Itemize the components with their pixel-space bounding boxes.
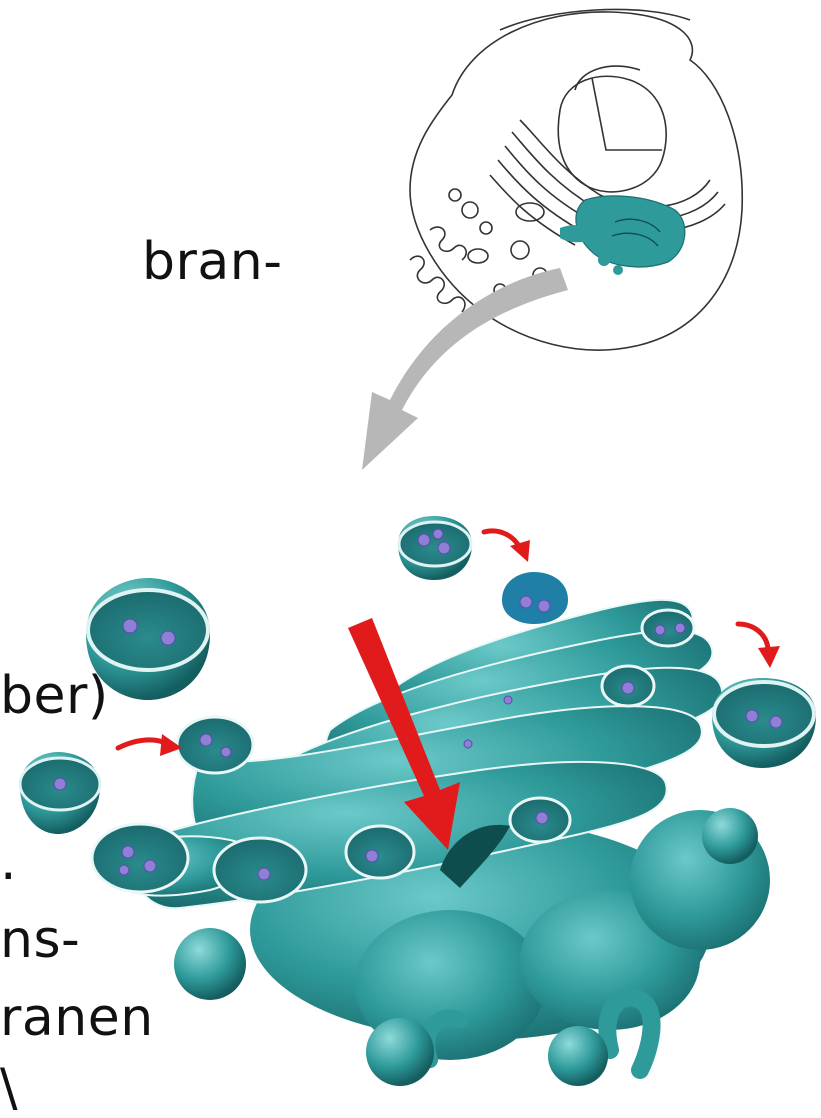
transport-vesicle-top xyxy=(398,516,472,580)
red-arrow-top xyxy=(484,531,530,562)
sketch-golgi-highlight xyxy=(560,196,685,275)
transport-vesicle-right xyxy=(712,678,816,768)
transport-vesicle-top-left xyxy=(86,578,210,700)
nucleus xyxy=(558,66,666,192)
red-arrow-right xyxy=(738,624,780,668)
golgi-figure xyxy=(0,0,821,1095)
red-arrow-left xyxy=(118,734,182,756)
transport-vesicle-fusing xyxy=(502,572,568,624)
transport-vesicle-left xyxy=(20,752,100,834)
cell-membrane-outline xyxy=(410,12,742,350)
cell-sketch xyxy=(410,9,742,350)
